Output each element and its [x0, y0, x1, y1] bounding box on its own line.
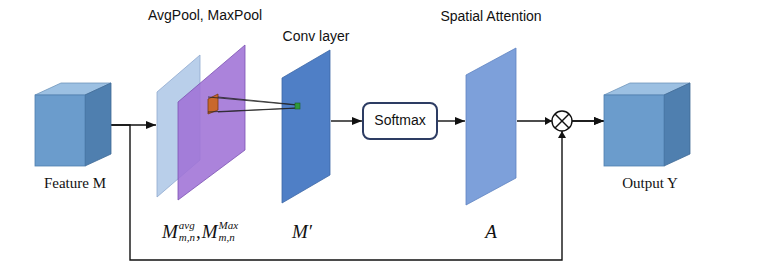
- node-label: Feature M: [44, 175, 106, 192]
- flow-arrow: [331, 120, 362, 121]
- output-cube: Output Y: [604, 83, 690, 166]
- subscript: m,n: [179, 232, 195, 244]
- projection-line: [208, 108, 296, 112]
- node-heading: AvgPool, MaxPool: [148, 8, 262, 23]
- script-stack: avgm,n: [179, 220, 195, 243]
- projection-line: [218, 97, 299, 105]
- node-heading: Spatial Attention: [440, 9, 541, 24]
- node-text: Softmax: [374, 113, 425, 128]
- projection-line: [218, 108, 299, 112]
- convolution-projection: [208, 97, 299, 112]
- pooling-maps-shape: [156, 44, 246, 201]
- arrowhead: [545, 117, 552, 125]
- attention-map: Spatial AttentionA: [465, 47, 517, 206]
- math-symbol: A: [485, 222, 497, 243]
- math-symbol: M: [202, 221, 218, 243]
- node-label: Output Y: [622, 175, 678, 192]
- math-symbol: M: [162, 221, 178, 243]
- subscript: m,n: [219, 232, 239, 244]
- pooling-maps: AvgPool, MaxPoolMavgm,n,MMaxm,n: [156, 44, 246, 201]
- input-feature-cube: Feature M: [35, 83, 111, 166]
- softmax-box: Softmax: [362, 102, 438, 140]
- conv-layer-map: Conv layerM′: [281, 49, 331, 204]
- multiply-symbol: [552, 111, 572, 131]
- conv-layer-map-shape: [281, 49, 331, 204]
- separator: ,: [196, 221, 201, 243]
- conv-output-point: [295, 103, 300, 109]
- script-stack: Maxm,n: [219, 220, 239, 243]
- superscript: avg: [179, 220, 195, 232]
- math-symbol: M′: [292, 222, 312, 243]
- projection-line: [208, 97, 296, 105]
- attention-map-shape: [465, 47, 517, 206]
- input-feature-cube-shape: [35, 83, 111, 166]
- output-cube-shape: [604, 83, 690, 166]
- node-heading: Conv layer: [283, 29, 350, 44]
- flow-arrow: [438, 120, 465, 121]
- pooling-formula: Mavgm,n,MMaxm,n: [162, 220, 238, 243]
- arrowhead: [558, 131, 566, 138]
- superscript: Max: [219, 220, 239, 232]
